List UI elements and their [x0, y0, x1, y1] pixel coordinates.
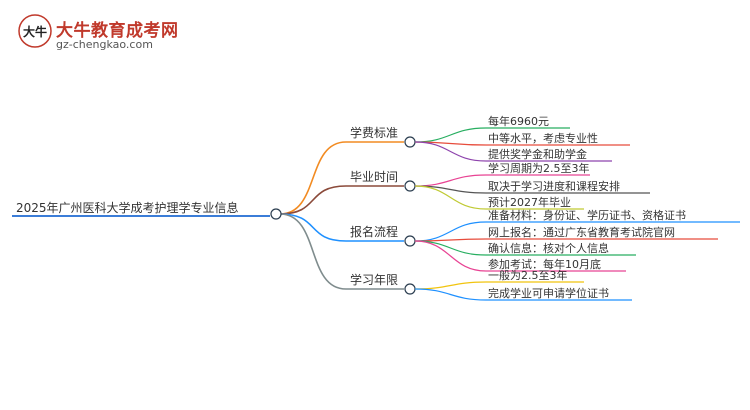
leaf-label: 学习周期为2.5至3年	[488, 162, 590, 175]
leaf-label: 中等水平，考虑专业性	[488, 132, 598, 145]
branch-connector	[279, 185, 347, 215]
leaf-label: 准备材料：身份证、学历证书、资格证书	[488, 209, 686, 222]
leaf-label: 每年6960元	[488, 115, 549, 128]
leaf-label: 取决于学习进度和课程安排	[488, 180, 620, 193]
branch-node	[404, 180, 416, 192]
leaf-label: 确认信息：核对个人信息	[488, 242, 609, 255]
leaf-connector	[414, 141, 487, 162]
leaf-label: 预计2027年毕业	[488, 196, 571, 209]
branch-node	[404, 136, 416, 148]
branch-connector	[279, 213, 347, 290]
branch-label: 毕业时间	[350, 170, 399, 184]
branch-connector	[279, 213, 347, 242]
logo-text: 大牛	[23, 24, 47, 39]
logo-icon: 大牛	[18, 14, 52, 48]
branch-node	[404, 283, 416, 295]
leaf-label: 提供奖学金和助学金	[488, 148, 587, 161]
branch-label: 报名流程	[350, 225, 399, 239]
leaf-label: 一般为2.5至3年	[488, 269, 568, 282]
site-url: gz-chengkao.com	[56, 38, 153, 51]
branch-label: 学费标准	[350, 126, 399, 140]
leaf-connector	[414, 281, 487, 290]
root-topic: 2025年广州医科大学成考护理学专业信息	[16, 201, 239, 215]
branch-connector	[279, 141, 347, 215]
branch-node	[404, 235, 416, 247]
leaf-label: 完成学业可申请学位证书	[488, 287, 609, 300]
site-name: 大牛教育成考网	[56, 21, 179, 41]
leaf-connector	[414, 127, 487, 143]
leaf-connector	[414, 185, 487, 210]
leaf-label: 参加考试：每年10月底	[488, 258, 601, 271]
leaf-connector	[414, 221, 487, 242]
leaf-connector	[414, 174, 487, 187]
leaf-label: 网上报名：通过广东省教育考试院官网	[488, 226, 675, 239]
leaf-connector	[414, 288, 487, 301]
root-node	[270, 208, 282, 220]
leaf-connector	[414, 240, 487, 272]
branch-label: 学习年限	[350, 273, 399, 287]
leaf-connector	[414, 240, 487, 256]
site-header: 大牛 大牛教育成考网 gz-chengkao.com	[0, 0, 260, 60]
